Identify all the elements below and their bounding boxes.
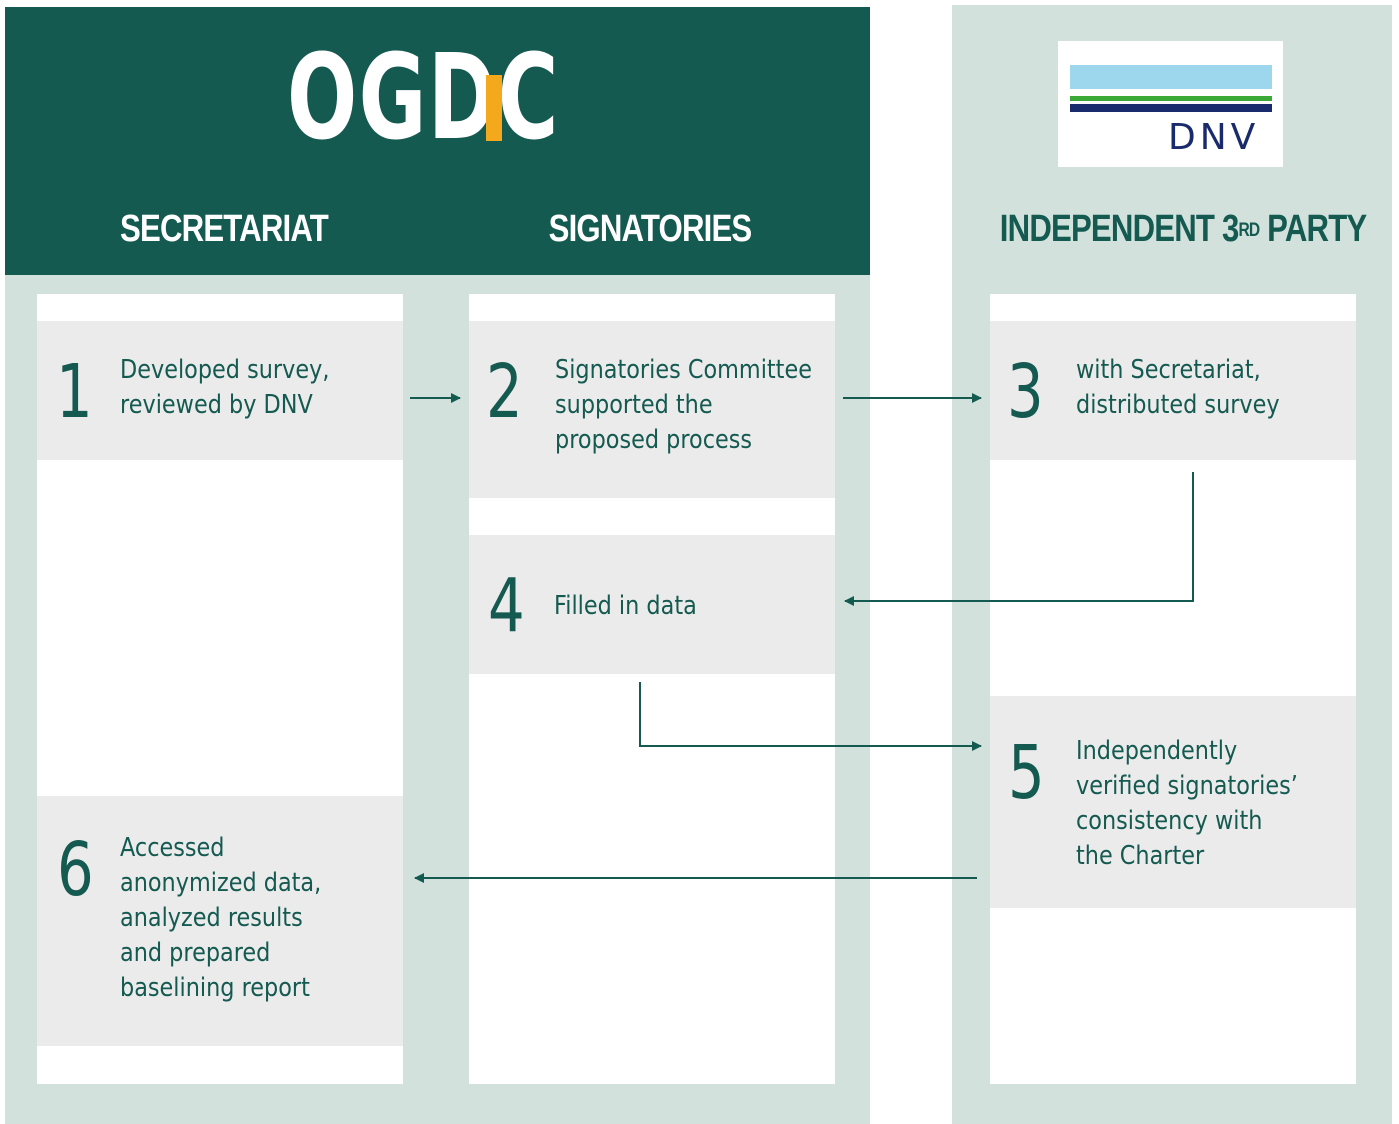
step-3-text: with Secretariat, distributed survey (1076, 353, 1280, 423)
step-5-text: Independently verified signatories’ cons… (1076, 734, 1298, 874)
step-6-number: 6 (57, 827, 94, 913)
step-3-number: 3 (1007, 349, 1044, 435)
step-3-box (990, 321, 1356, 460)
dnv-logo-text: DNV (1168, 117, 1260, 158)
column-title-third-party-sup: RD (1238, 220, 1260, 241)
step-3-line-2: distributed survey (1076, 390, 1280, 420)
step-6-line-5: baselining report (120, 973, 310, 1003)
step-2-line-1: Signatories Committee (555, 355, 812, 385)
step-5-line-1: Independently (1076, 736, 1238, 766)
step-2-box (469, 321, 835, 498)
ogdc-header (5, 7, 870, 275)
column-title-third-party-tail: PARTY (1259, 208, 1367, 250)
column-title-third-party-main: INDEPENDENT 3 (999, 208, 1239, 250)
arrow-step4-to-step5 (639, 682, 982, 751)
column-title-signatories: SIGNATORIES (548, 208, 753, 250)
step-5-number: 5 (1008, 730, 1045, 816)
dnv-logo-navy-bar (1070, 104, 1272, 112)
step-1-text: Developed survey, reviewed by DNV (120, 353, 329, 423)
ogdc-logo-accent: C (497, 28, 560, 166)
column-title-third-party: INDEPENDENT 3RD PARTY (999, 207, 1367, 251)
step-4-text: Filled in data (554, 589, 697, 624)
step-6-line-2: anonymized data, (120, 868, 322, 898)
step-2-line-3: proposed process (555, 425, 753, 455)
step-4-box (469, 535, 835, 674)
dnv-logo-green-bar (1070, 96, 1272, 101)
step-1-number: 1 (56, 349, 93, 435)
step-4-number: 4 (488, 563, 525, 649)
step-3-line-1: with Secretariat, (1076, 355, 1261, 385)
step-2-number: 2 (486, 349, 523, 435)
step-1-box (37, 321, 403, 460)
step-6-line-4: and prepared (120, 938, 271, 968)
ogdc-logo-accent-icon (486, 75, 502, 141)
step-5-line-3: consistency with (1076, 806, 1263, 836)
step-2-text: Signatories Committee supported the prop… (555, 353, 812, 458)
step-2-line-2: supported the (555, 390, 713, 420)
step-1-line-1: Developed survey, (120, 355, 330, 385)
step-5-line-4: the Charter (1076, 841, 1205, 871)
ogdc-logo: OGDC (287, 38, 560, 156)
step-1-line-2: reviewed by DNV (120, 390, 313, 420)
step-5-box (990, 696, 1356, 908)
ogdc-logo-text: OGD (287, 28, 498, 166)
step-6-line-3: analyzed results (120, 903, 303, 933)
step-6-text: Accessed anonymized data, analyzed resul… (120, 831, 321, 1006)
step-6-line-1: Accessed (120, 833, 225, 863)
step-6-box (37, 796, 403, 1046)
step-4-line-1: Filled in data (554, 591, 697, 621)
column-title-secretariat: SECRETARIAT (120, 208, 329, 250)
dnv-logo: DNV (1058, 41, 1283, 167)
step-5-line-2: verified signatories’ (1076, 771, 1298, 801)
arrow-step3-to-step4 (844, 472, 1194, 606)
dnv-logo-sky-bar (1070, 65, 1272, 89)
